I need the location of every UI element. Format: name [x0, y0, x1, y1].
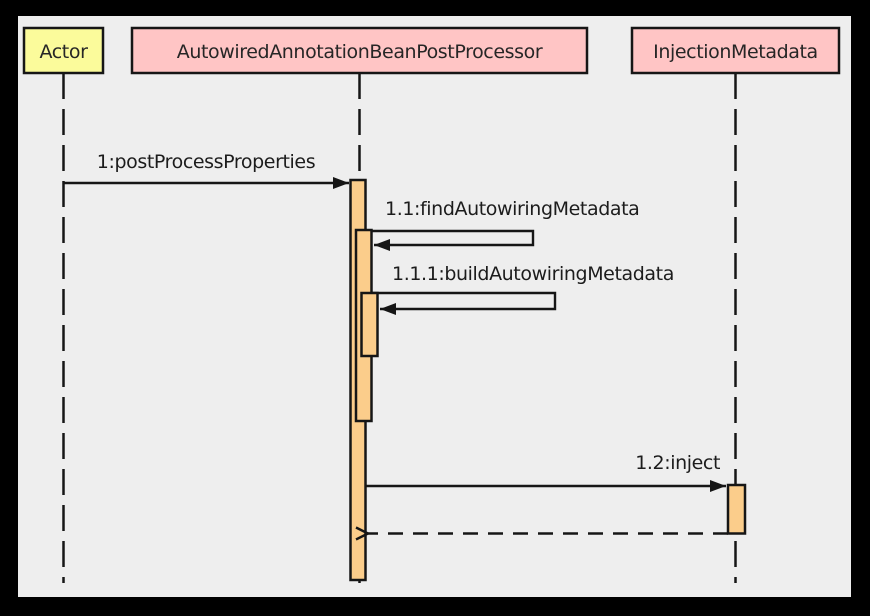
message-label-find-autowiring-metadata: 1.1:findAutowiringMetadata — [385, 198, 639, 220]
participant-box-autowired-annotation-bean-post-processor — [130, 26, 589, 75]
message-label-post-process-properties: 1:postProcessProperties — [97, 151, 315, 173]
participant-box-actor — [22, 26, 105, 75]
message-arrow-find-autowiring-metadata — [357, 229, 535, 251]
participant-label-autowired-annotation-bean-post-processor: AutowiredAnnotationBeanPostProcessor — [177, 41, 543, 63]
message-label-inject: 1.2:inject — [635, 452, 720, 474]
participant-autowired-annotation-bean-post-processor: AutowiredAnnotationBeanPostProcessor — [130, 26, 589, 75]
participant-actor: Actor — [22, 26, 105, 75]
sequence-diagram-canvas: 1:postProcessProperties 1.1:findAutowiri… — [18, 16, 851, 597]
message-arrow-build-autowiring-metadata — [362, 291, 557, 315]
participant-label-actor: Actor — [40, 41, 89, 63]
participant-box-injection-metadata — [630, 26, 841, 75]
message-label-build-autowiring-metadata: 1.1.1:buildAutowiringMetadata — [392, 263, 674, 285]
activation-bar-inject — [726, 483, 747, 535]
activation-bar-build-autowiring-metadata — [360, 291, 379, 358]
participant-injection-metadata: InjectionMetadata — [630, 26, 841, 75]
sequence-diagram: 1:postProcessProperties 1.1:findAutowiri… — [22, 26, 841, 583]
participant-label-injection-metadata: InjectionMetadata — [653, 41, 818, 63]
